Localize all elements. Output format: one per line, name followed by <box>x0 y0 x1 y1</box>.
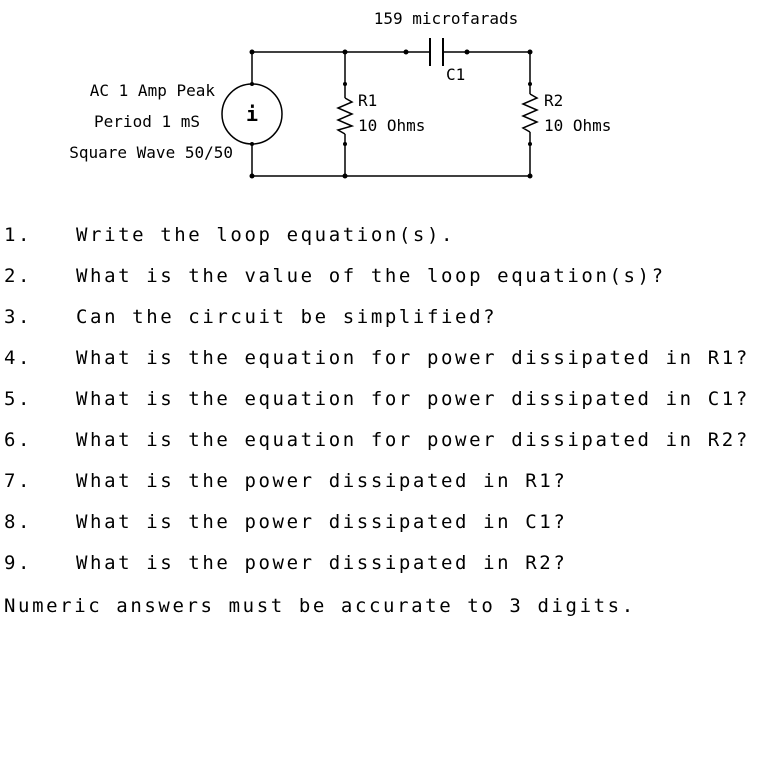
question-number: 3. <box>4 306 33 328</box>
question-item: 6. What is the equation for power dissip… <box>4 428 750 469</box>
question-text: What is the equation for power dissipate… <box>76 347 750 369</box>
question-text: What is the equation for power dissipate… <box>76 388 750 410</box>
question-number: 2. <box>4 265 33 287</box>
question-text: Write the loop equation(s). <box>76 224 456 246</box>
question-item: 8. What is the power dissipated in C1? <box>4 510 750 551</box>
resistor-r1 <box>336 97 355 135</box>
circuit-wires <box>251 51 531 177</box>
question-list: 1. Write the loop equation(s). 2. What i… <box>4 223 750 592</box>
question-number: 6. <box>4 429 33 451</box>
r2-value-label: 10 Ohms <box>544 116 611 135</box>
circuit-schematic: i 159 microfarads C1 AC 1 Amp Peak Perio… <box>69 9 611 179</box>
capacitor-name-label: C1 <box>446 65 465 84</box>
r1-value-label: 10 Ohms <box>358 116 425 135</box>
question-number: 8. <box>4 511 33 533</box>
source-spec-period: Period 1 mS <box>94 112 200 131</box>
question-item: 2. What is the value of the loop equatio… <box>4 264 750 305</box>
question-text: What is the power dissipated in C1? <box>76 511 568 533</box>
question-item: 9. What is the power dissipated in R2? <box>4 551 750 592</box>
accuracy-note: Numeric answers must be accurate to 3 di… <box>4 595 636 617</box>
question-item: 3. Can the circuit be simplified? <box>4 305 750 346</box>
question-number: 1. <box>4 224 33 246</box>
question-text: What is the value of the loop equation(s… <box>76 265 666 287</box>
r2-name-label: R2 <box>544 91 563 110</box>
question-number: 5. <box>4 388 33 410</box>
question-item: 5. What is the equation for power dissip… <box>4 387 750 428</box>
resistor-r2 <box>521 93 539 133</box>
question-text: What is the equation for power dissipate… <box>76 429 750 451</box>
current-source-symbol: i <box>246 102 258 126</box>
source-spec-amplitude: AC 1 Amp Peak <box>90 81 216 100</box>
question-text: Can the circuit be simplified? <box>76 306 498 328</box>
question-number: 9. <box>4 552 33 574</box>
capacitor-value-label: 159 microfarads <box>374 9 519 28</box>
question-number: 7. <box>4 470 33 492</box>
junction-dots <box>249 49 533 179</box>
source-spec-waveform: Square Wave 50/50 <box>69 143 233 162</box>
question-text: What is the power dissipated in R2? <box>76 552 568 574</box>
question-item: 1. Write the loop equation(s). <box>4 223 750 264</box>
question-item: 7. What is the power dissipated in R1? <box>4 469 750 510</box>
question-number: 4. <box>4 347 33 369</box>
capacitor-c1 <box>429 38 444 66</box>
question-text: What is the power dissipated in R1? <box>76 470 568 492</box>
r1-name-label: R1 <box>358 91 377 110</box>
question-item: 4. What is the equation for power dissip… <box>4 346 750 387</box>
